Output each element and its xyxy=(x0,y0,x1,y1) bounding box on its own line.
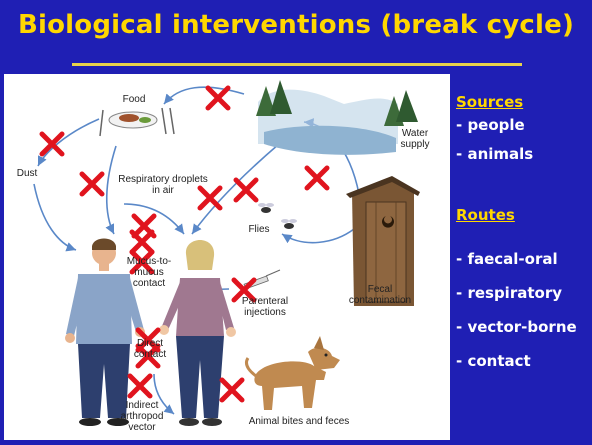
route-item-contact: - contact xyxy=(456,352,531,370)
woman-figure xyxy=(159,240,236,426)
outhouse-icon xyxy=(346,176,420,306)
dog-icon xyxy=(244,336,340,410)
label-indirect: Indirect arthropod vector xyxy=(120,400,164,433)
route-item-respiratory: - respiratory xyxy=(456,284,562,302)
slide-title: Biological interventions (break cycle) xyxy=(17,10,575,40)
label-parenteral: Parenteral injections xyxy=(241,296,289,318)
source-item-people: - people xyxy=(456,116,525,134)
sources-heading: Sources xyxy=(456,93,524,111)
food-plate-icon xyxy=(99,107,175,137)
label-direct: Direct contact xyxy=(133,338,167,360)
fly-icon xyxy=(258,203,297,229)
man-figure xyxy=(65,238,145,426)
diagram-graphics xyxy=(33,80,420,426)
label-flies: Flies xyxy=(248,224,270,235)
red-cross-icon xyxy=(39,85,330,403)
label-animal: Animal bites and feces xyxy=(248,416,350,427)
label-fecal: Fecal contamination xyxy=(348,284,412,306)
route-item-faecal-oral: - faecal-oral xyxy=(456,250,558,268)
title-underline xyxy=(72,63,522,66)
label-water-supply: Water supply xyxy=(400,128,430,150)
trees-lake-icon xyxy=(256,80,418,155)
source-item-animals: - animals xyxy=(456,145,534,163)
routes-heading: Routes xyxy=(456,206,515,224)
label-respiratory: Respiratory droplets in air xyxy=(118,174,208,196)
label-food: Food xyxy=(122,94,146,105)
label-mucus: Mucus-to-mucus contact xyxy=(126,256,172,289)
transmission-arrows xyxy=(33,86,360,415)
transmission-diagram: Food Dust Water supply Respiratory dropl… xyxy=(4,74,450,440)
label-dust: Dust xyxy=(16,168,38,179)
route-item-vector-borne: - vector-borne xyxy=(456,318,577,336)
